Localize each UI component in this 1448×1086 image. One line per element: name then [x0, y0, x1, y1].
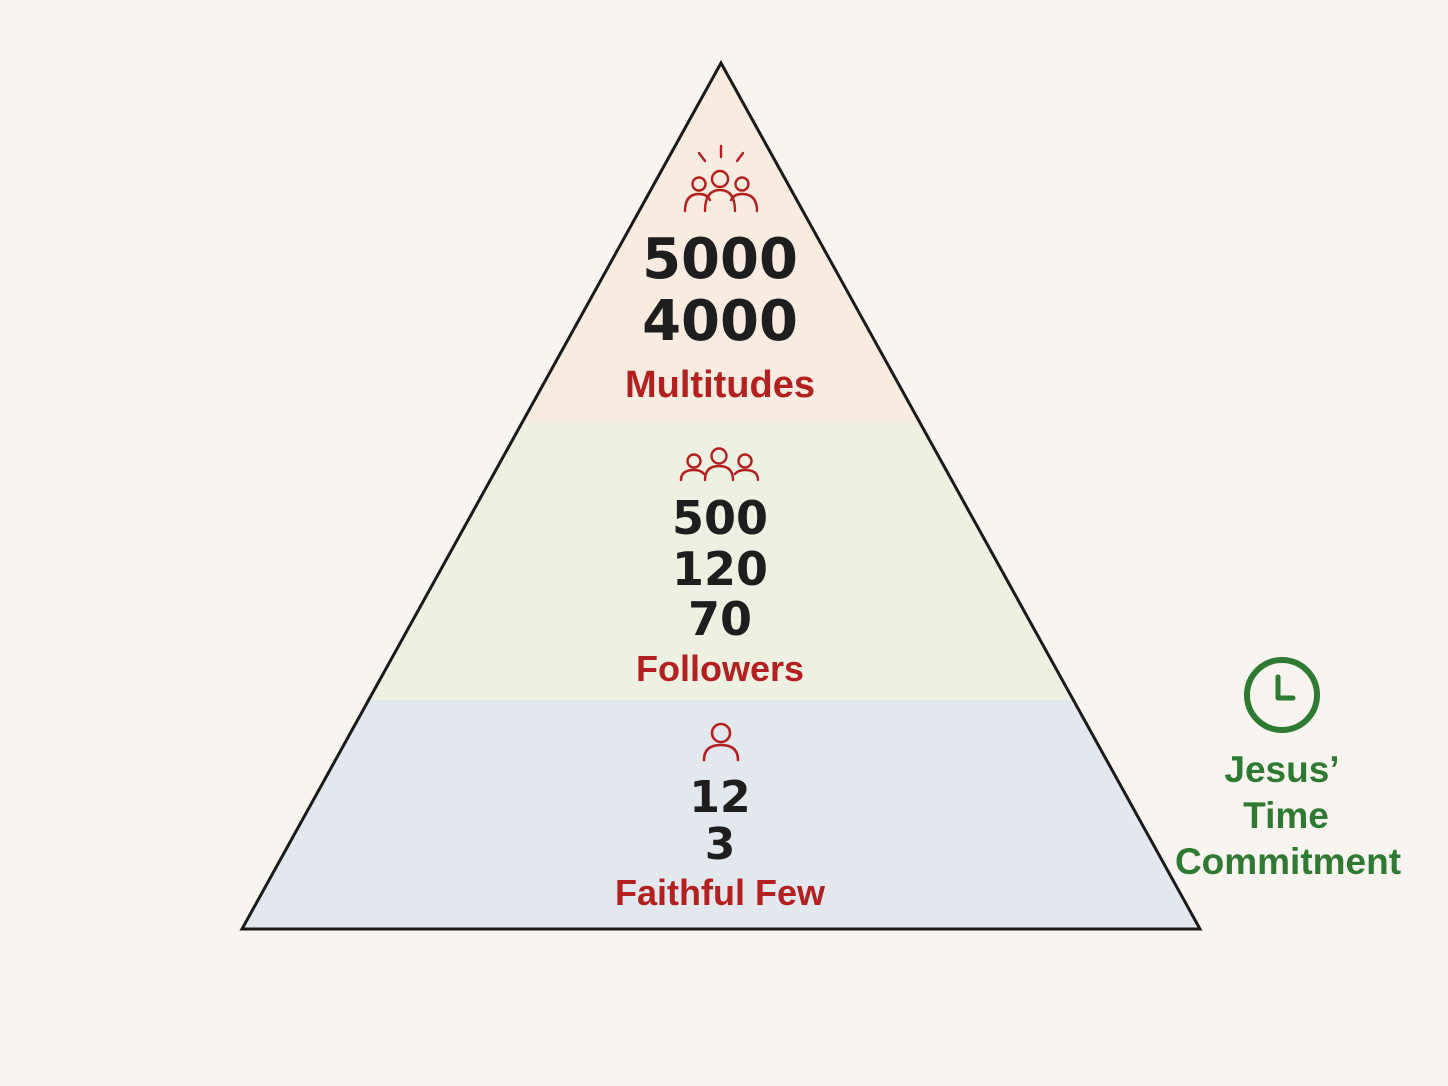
time-commitment-line: Jesus’	[1224, 749, 1339, 790]
tier-followers: 500 120 70 Followers	[636, 447, 804, 689]
tier-number: 12	[689, 772, 750, 823]
time-commitment-line: Time	[1243, 795, 1329, 836]
tier-faithful-few: 12 3 Faithful Few	[615, 722, 826, 913]
tier-number: 70	[688, 592, 752, 646]
tier-band-faithful-few	[242, 700, 1200, 929]
tier-label-multitudes: Multitudes	[625, 364, 815, 406]
tier-label-faithful-few: Faithful Few	[615, 872, 826, 913]
tier-number: 4000	[642, 289, 798, 354]
pyramid-outline	[239, 59, 1203, 931]
time-commitment-line: Commitment	[1175, 841, 1401, 882]
crowd-icon	[683, 144, 759, 213]
tier-number: 500	[672, 491, 768, 545]
group-icon	[679, 447, 760, 482]
tier-number: 120	[672, 542, 768, 596]
time-commitment: Jesus’ Time Commitment	[1175, 657, 1401, 882]
tier-multitudes: 5000 4000 Multitudes	[625, 144, 815, 406]
person-icon	[702, 722, 740, 762]
clock-icon	[1244, 657, 1320, 733]
tier-label-followers: Followers	[636, 648, 804, 689]
tier-number: 3	[705, 819, 736, 870]
tier-number: 5000	[642, 227, 798, 292]
